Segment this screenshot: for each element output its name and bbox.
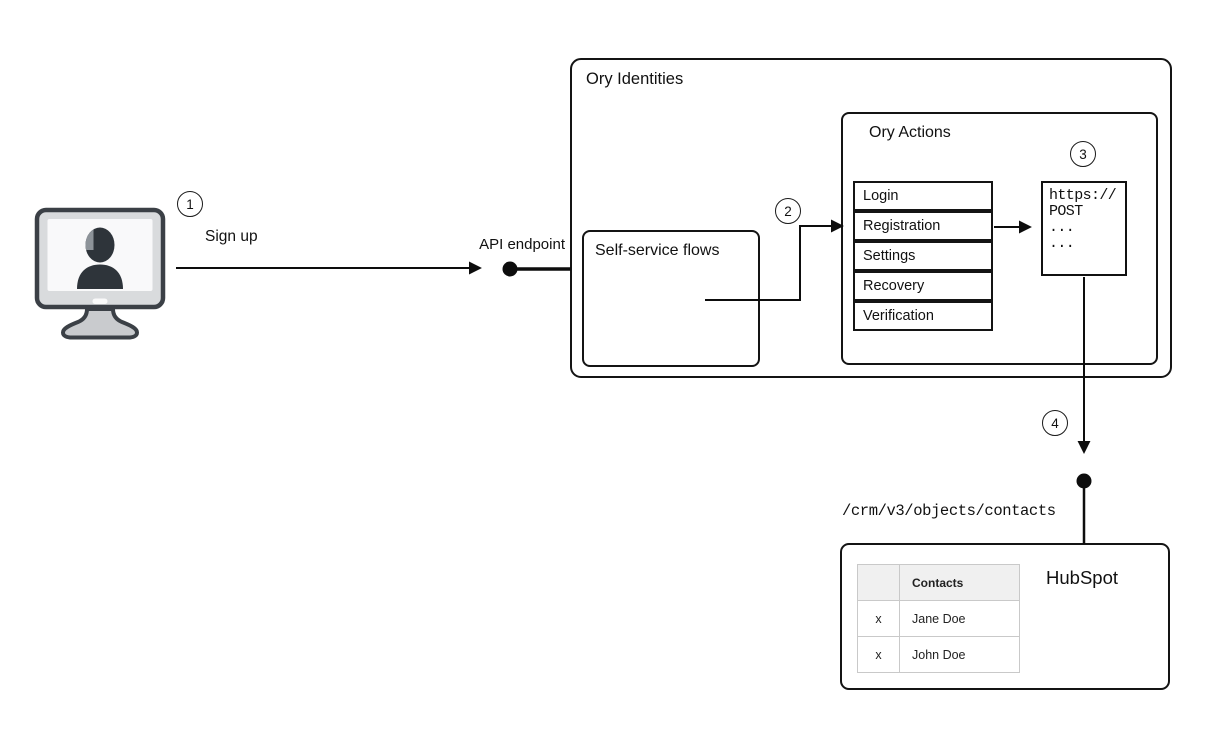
flow-item-settings: Settings xyxy=(853,241,993,271)
contact-x-cell: x xyxy=(857,600,900,637)
code-line: POST xyxy=(1049,203,1083,220)
hubspot-endpoint-dot xyxy=(1076,473,1092,489)
self-service-flows-title: Self-service flows xyxy=(595,242,720,259)
contacts-table: Contacts x Jane Doe x John Doe xyxy=(857,564,1020,673)
contacts-header-row: Contacts xyxy=(857,564,1020,601)
ory-identities-title: Ory Identities xyxy=(586,70,684,88)
flow-item-registration: Registration xyxy=(853,211,993,241)
flow-list: Login Registration Settings Recovery Ver… xyxy=(853,181,993,331)
ory-identities-box: Ory Identities xyxy=(570,58,1172,378)
contacts-header-cell: Contacts xyxy=(899,564,1020,601)
user-computer-icon xyxy=(34,207,166,340)
signup-label: Sign up xyxy=(205,228,258,245)
silhouette-highlight xyxy=(85,227,94,250)
user-silhouette-shoulders xyxy=(77,264,123,289)
api-endpoint-dot xyxy=(502,261,518,277)
ory-actions-box: Ory Actions xyxy=(841,112,1158,365)
flow-item-login: Login xyxy=(853,181,993,211)
hubspot-endpoint-path-label: /crm/v3/objects/contacts xyxy=(842,502,1056,520)
webhook-code-box: https:// POST ... ... xyxy=(1041,181,1127,276)
contact-row: x John Doe xyxy=(857,636,1020,673)
contact-name-cell: John Doe xyxy=(899,636,1020,673)
flow-item-recovery: Recovery xyxy=(853,271,993,301)
ory-actions-title: Ory Actions xyxy=(869,124,951,141)
code-line: ... xyxy=(1049,219,1075,236)
api-endpoint-label: API endpoint xyxy=(479,236,565,253)
code-line: ... xyxy=(1049,235,1075,252)
step-3-badge: 3 xyxy=(1070,141,1096,167)
flow-item-verification: Verification xyxy=(853,301,993,331)
code-line: https:// xyxy=(1049,187,1117,204)
contact-row: x Jane Doe xyxy=(857,600,1020,637)
self-service-flows-box: Self-service flows xyxy=(582,230,760,367)
contact-name-cell: Jane Doe xyxy=(899,600,1020,637)
hubspot-box: HubSpot Contacts x Jane Doe x John Doe xyxy=(840,543,1170,690)
step-1-badge: 1 xyxy=(177,191,203,217)
monitor-button xyxy=(92,298,108,304)
contacts-header-blank-cell xyxy=(857,564,900,601)
step-4-badge: 4 xyxy=(1042,410,1068,436)
monitor-stand xyxy=(61,307,139,340)
hubspot-title: HubSpot xyxy=(1046,567,1118,588)
step-2-badge: 2 xyxy=(775,198,801,224)
contact-x-cell: x xyxy=(857,636,900,673)
